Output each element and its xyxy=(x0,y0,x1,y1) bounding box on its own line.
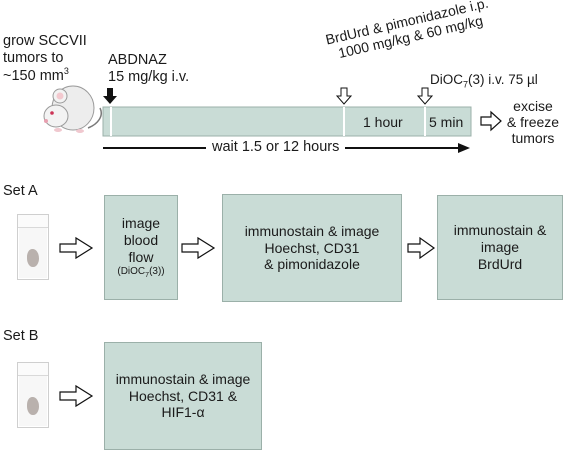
abdnaz-label: ABDNAZ 15 mg/kg i.v. xyxy=(108,52,189,85)
timeline-bar xyxy=(102,106,472,137)
grow-size: ~150 mm xyxy=(3,68,64,85)
one-hour-label: 1 hour xyxy=(363,114,403,130)
setA-box1-line-3: flow xyxy=(128,248,154,265)
setA-tissue-section xyxy=(27,249,39,267)
abdnaz-title: ABDNAZ xyxy=(108,52,167,68)
setA-box-brdurd: immunostain & image BrdUrd xyxy=(437,195,563,300)
setB-slide-label-area xyxy=(18,363,48,376)
setB-box-hif1: immunostain & image Hoechst, CD31 & HIF1… xyxy=(104,342,262,450)
dioc-down-arrow-icon xyxy=(416,87,434,105)
setA-box1-dioc-subscript: 7 xyxy=(145,271,150,279)
setA-arrow-3-icon xyxy=(407,236,436,260)
setB-label: Set B xyxy=(3,328,39,344)
setA-box1-dioc-suffix: (3)) xyxy=(149,265,165,277)
setA-slide-icon xyxy=(17,214,49,280)
excise-line-3: tumors xyxy=(511,130,555,147)
mouse-icon xyxy=(43,85,102,133)
setA-box-blood-flow-content: image blood flow (DiOC7(3)) xyxy=(105,196,177,299)
wait-arrow-head-icon xyxy=(458,143,470,153)
grow-line-1: grow SCCVII xyxy=(3,33,87,49)
setA-slide-label-area xyxy=(18,215,48,228)
dioc-suffix: (3) i.v. 75 µl xyxy=(468,72,538,87)
abdnaz-dose: 15 mg/kg i.v. xyxy=(108,68,190,85)
setB-box-line-1: immunostain & image xyxy=(115,370,251,387)
grow-line-2: tumors to xyxy=(3,49,64,66)
wait-label: wait 1.5 or 12 hours xyxy=(206,139,346,156)
setA-box3-line-3: BrdUrd xyxy=(477,255,523,272)
setB-slide-icon xyxy=(17,362,49,428)
excise-line-2: & freeze xyxy=(506,114,560,131)
setB-box-hif1-content: immunostain & image Hoechst, CD31 & HIF1… xyxy=(105,343,261,449)
setA-box3-line-1: immunostain & xyxy=(453,222,547,239)
setA-box1-dioc: (DiOC7(3)) xyxy=(117,266,164,280)
setA-box-hoechst: immunostain & image Hoechst, CD31 & pimo… xyxy=(222,194,402,302)
setB-box-line-2: Hoechst, CD31 & xyxy=(128,387,238,404)
five-min-label: 5 min xyxy=(429,114,464,130)
setA-box2-line-1: immunostain & image xyxy=(244,222,380,239)
setB-box-line-3: HIF1-α xyxy=(161,404,205,421)
setA-box-hoechst-content: immunostain & image Hoechst, CD31 & pimo… xyxy=(223,195,401,301)
setA-box1-dioc-prefix: (DiOC xyxy=(117,265,146,277)
grow-size-exponent: 3 xyxy=(63,66,69,77)
setA-label: Set A xyxy=(3,183,38,199)
setA-box-blood-flow: image blood flow (DiOC7(3)) xyxy=(104,195,178,300)
excise-right-arrow-icon xyxy=(480,110,502,132)
excise-line-1: excise xyxy=(513,98,553,114)
setB-arrow-icon xyxy=(59,384,94,408)
abdnaz-down-arrow-icon xyxy=(103,88,117,104)
grow-text: grow SCCVII tumors to ~150 mm3 xyxy=(3,33,87,85)
setA-box2-line-3: & pimonidazole xyxy=(264,256,360,273)
dioc-subscript: 7 xyxy=(463,79,469,90)
setA-box-brdurd-content: immunostain & image BrdUrd xyxy=(438,196,562,299)
dioc-label: DiOC7(3) i.v. 75 µl xyxy=(430,72,538,90)
brdurd-down-arrow-icon xyxy=(335,87,353,105)
setA-box1-line-2: blood xyxy=(123,231,159,248)
setA-box3-line-2: image xyxy=(480,239,520,256)
setA-arrow-2-icon xyxy=(181,236,216,260)
setA-arrow-1-icon xyxy=(59,236,94,260)
dioc-prefix: DiOC xyxy=(430,72,463,87)
setB-tissue-section xyxy=(27,397,39,415)
excise-label: excise & freeze tumors xyxy=(503,98,563,146)
setA-box1-line-1: image xyxy=(121,215,161,232)
setA-box2-line-2: Hoechst, CD31 xyxy=(264,239,360,256)
grow-line-3: ~150 mm3 xyxy=(3,66,87,85)
